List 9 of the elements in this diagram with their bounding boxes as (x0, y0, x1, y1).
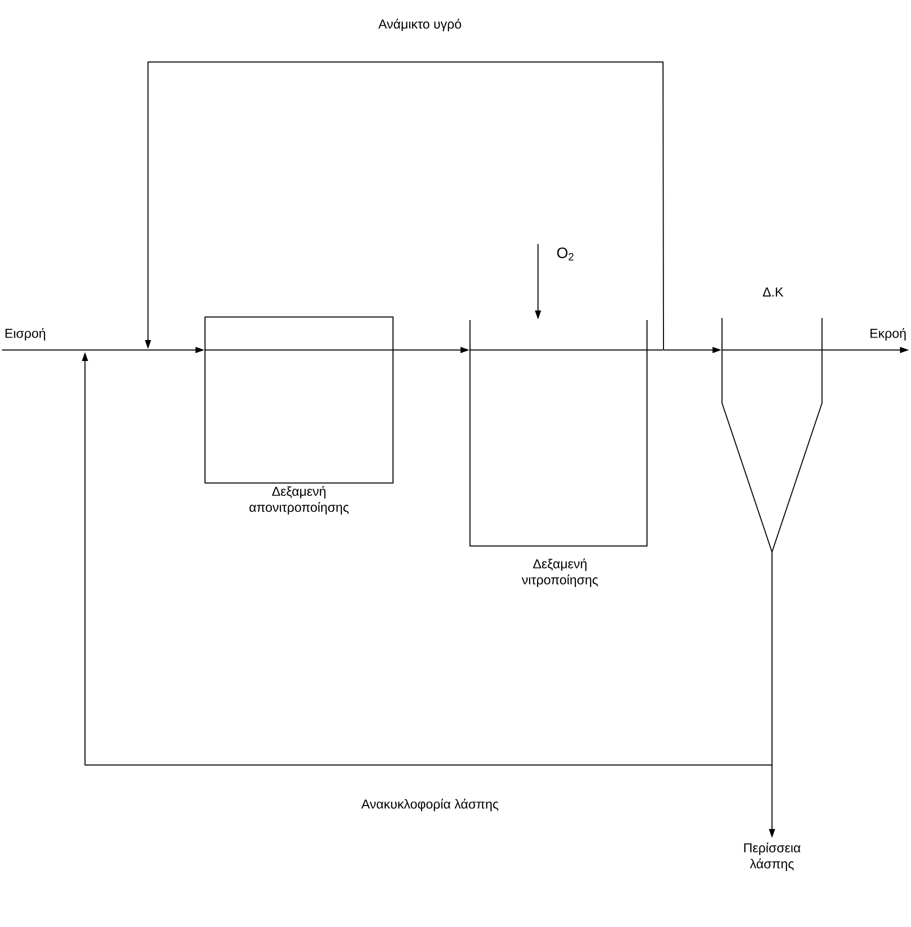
tank-label: Δεξαμενή νιτροποίησης (522, 558, 598, 587)
clarifier-label: Δ.Κ (762, 288, 784, 296)
outflow-label: Εκροή (870, 328, 906, 340)
edge-label: Ανάμικτο υγρό (376, 16, 464, 34)
inflow-label: Εισροή (6, 328, 46, 340)
oxygen-label: O$_{2}$ (557, 248, 574, 260)
tank-label: Δεξαμενή απονιτροποίησης (249, 486, 349, 514)
edge-label: Ανακυκλοφορία λάσπης (359, 796, 501, 814)
excess-sludge-label: Περίσσεια λάσπης (744, 842, 800, 871)
